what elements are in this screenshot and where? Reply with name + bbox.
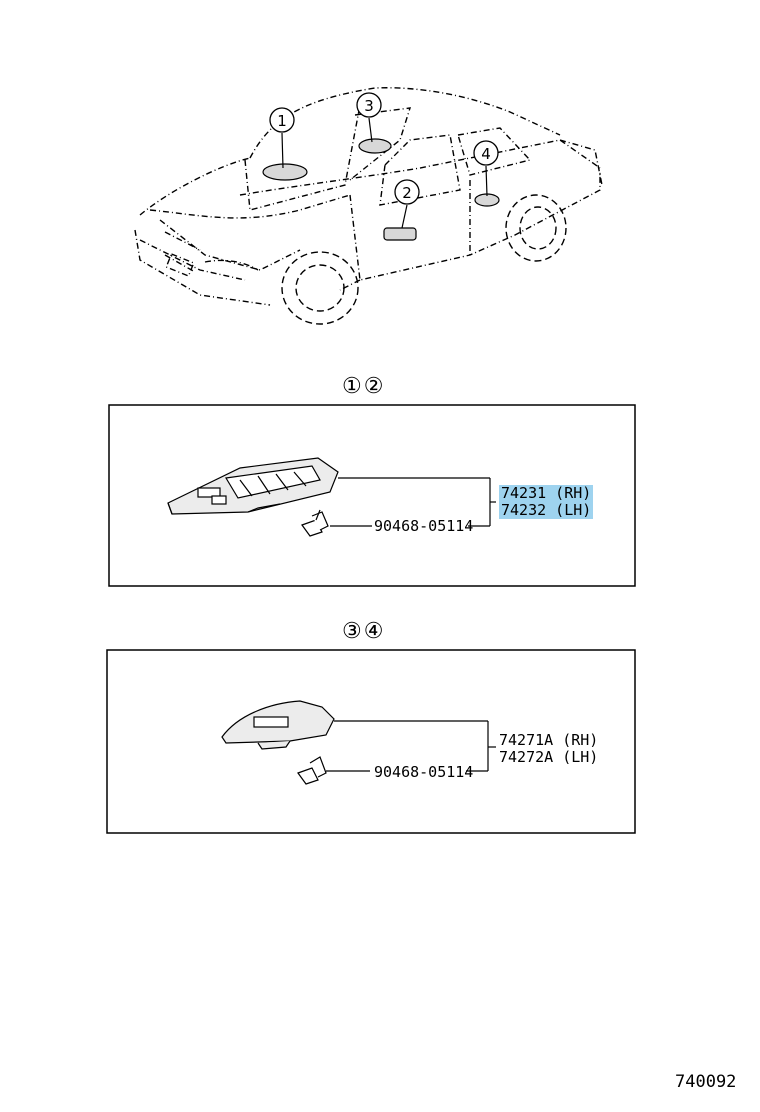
passenger-switch-icon (221, 700, 335, 750)
switch-location-2 (383, 227, 417, 241)
part-number-74231-rh: 74231 (RH) (499, 484, 594, 502)
clip-part-number-b: 90468-05114 (374, 763, 474, 781)
callout-1-circle (269, 107, 295, 133)
diagram-code: 740092 (675, 1072, 737, 1092)
switch-location-3 (358, 138, 392, 154)
panel-b-title: ③④ (342, 619, 386, 644)
panel-a (108, 404, 636, 587)
master-switch-icon (167, 457, 339, 515)
callout-4-label: 4 (481, 145, 491, 163)
callout-2-label: 2 (402, 184, 412, 202)
callout-1-label: 1 (277, 112, 287, 130)
part-number-74271a-rh: 74271A (RH) (499, 731, 599, 749)
clip-icon (301, 509, 329, 537)
panel-a-title: ①② (342, 374, 386, 399)
clip-part-number-a: 90468-05114 (374, 517, 474, 535)
switch-location-1 (262, 163, 308, 181)
callout-2-circle (394, 179, 420, 205)
part-number-74232-lh: 74232 (LH) (499, 501, 594, 519)
part-number-74272a-lh: 74272A (LH) (499, 748, 599, 766)
callout-3-circle (356, 92, 382, 118)
callout-4-circle (473, 140, 499, 166)
clip-icon (297, 756, 327, 785)
panel-b (106, 649, 636, 834)
callout-3-label: 3 (364, 97, 374, 115)
car-illustration: 1 3 2 4 (134, 87, 603, 325)
